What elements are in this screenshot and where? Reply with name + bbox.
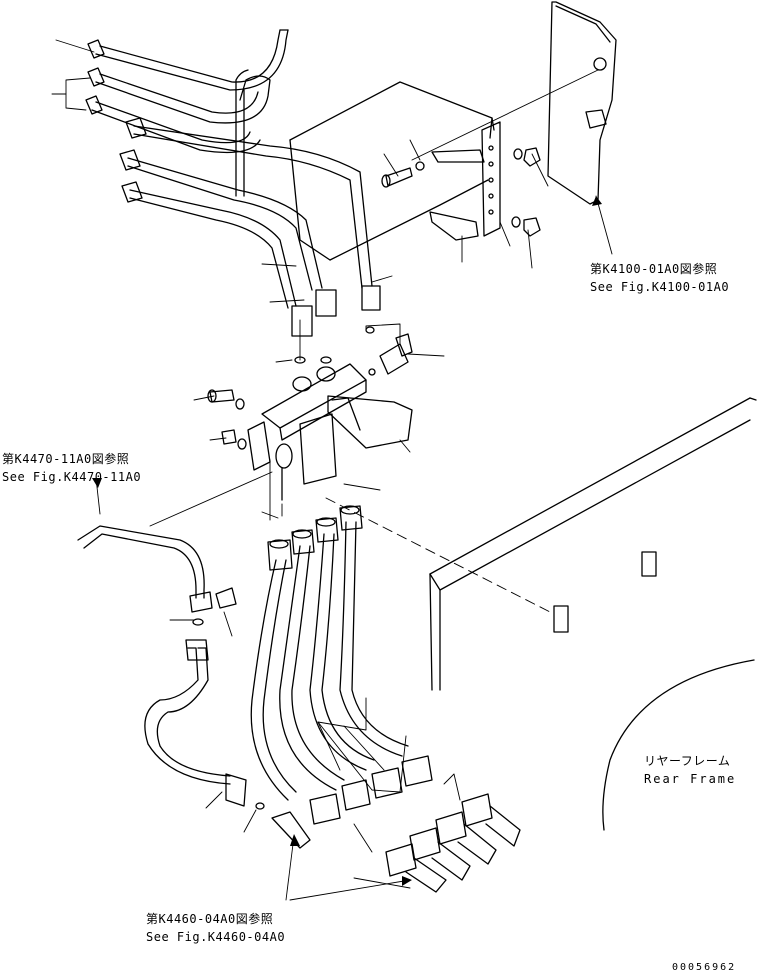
rear-frame	[430, 398, 756, 830]
leader-lines	[52, 40, 612, 900]
left-return-tube	[78, 526, 236, 625]
arrow-heads	[92, 196, 602, 886]
rear-frame-label-jp: リヤーフレーム	[644, 754, 731, 768]
reference-k4100-jp: 第K4100-01A0図参照	[590, 262, 718, 276]
left-curved-hose	[145, 640, 264, 809]
reference-k4460-jp: 第K4460-04A0図参照	[146, 912, 274, 926]
valve-bracket-box	[290, 82, 494, 260]
drawing-serial-number: 00056962	[672, 962, 737, 973]
bolt-and-washers-left	[208, 390, 246, 449]
upper-mounting-plate	[548, 2, 616, 204]
reference-k4460-en: See Fig.K4460-04A0	[146, 930, 286, 944]
lower-right-adapters	[272, 794, 520, 892]
upper-tube-bundle	[86, 30, 380, 336]
bolt-and-washers-top	[382, 148, 540, 236]
reference-k4470-jp: 第K4470-11A0図参照	[2, 452, 130, 466]
reference-k4470-en: See Fig.K4470-11A0	[2, 470, 142, 484]
stay-bracket	[430, 122, 500, 240]
reference-k4100-en: See Fig.K4100-01A0	[590, 280, 730, 294]
junction-block	[248, 364, 412, 500]
lower-hose-bundle	[251, 506, 432, 824]
rear-frame-label-en: Rear Frame	[644, 772, 737, 786]
